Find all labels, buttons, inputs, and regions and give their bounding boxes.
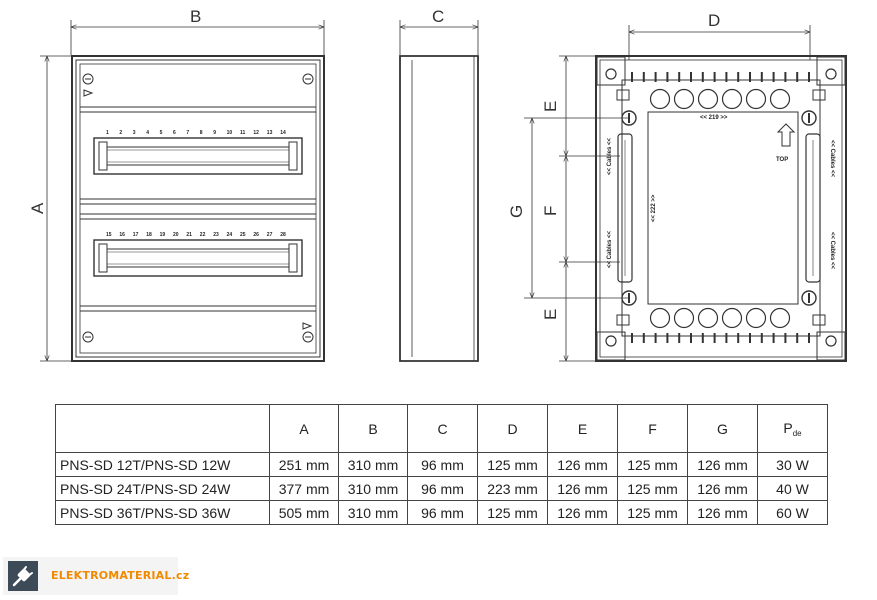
table-cell: 40 W <box>757 476 828 501</box>
module-number: 4 <box>146 130 149 136</box>
module-number: 25 <box>240 232 246 238</box>
module-number: 26 <box>253 232 259 238</box>
table-cell: 126 mm <box>687 476 758 501</box>
brand-logo-text: ELEKTROMATERIAL.cz <box>51 569 190 582</box>
table-cell: 96 mm <box>407 476 478 501</box>
module-number: 9 <box>213 130 216 136</box>
table-cell: 126 mm <box>687 500 758 525</box>
table-cell-model: PNS-SD 24T/PNS-SD 24W <box>55 476 270 501</box>
module-number: 3 <box>133 130 136 136</box>
table-cell: 310 mm <box>338 500 408 525</box>
module-number: 7 <box>186 130 189 136</box>
module-number: 18 <box>146 232 152 238</box>
table-cell: 125 mm <box>477 500 548 525</box>
table-header-d: D <box>477 404 548 453</box>
dim-label-d: D <box>708 11 720 30</box>
brand-logo: ELEKTROMATERIAL.cz <box>3 557 189 595</box>
cables-label-left-top: << Cables << <box>607 137 613 175</box>
table-header-b: B <box>338 404 408 453</box>
table-cell: 125 mm <box>617 476 688 501</box>
table-header-c: C <box>407 404 478 453</box>
module-number: 21 <box>186 232 192 238</box>
module-number: 10 <box>227 130 233 136</box>
table-header-power: Pde <box>757 404 828 453</box>
module-number: 20 <box>173 232 179 238</box>
table-cell: 125 mm <box>617 500 688 525</box>
module-number: 12 <box>253 130 259 136</box>
table-cell-model: PNS-SD 12T/PNS-SD 12W <box>55 452 270 477</box>
table-header-row: A B C D E F G Pde <box>55 404 828 453</box>
table-cell: 30 W <box>757 452 828 477</box>
module-number: 17 <box>133 232 139 238</box>
back-teeth <box>631 72 810 343</box>
table-cell: 223 mm <box>477 476 548 501</box>
table-cell: 125 mm <box>477 452 548 477</box>
dim-label-g: G <box>507 205 526 218</box>
cables-label-right-top: << Cables << <box>829 140 835 178</box>
module-number: 22 <box>200 232 206 238</box>
dim-label-e-bottom: E <box>541 309 560 320</box>
module-number: 1 <box>106 130 109 136</box>
table-cell: 310 mm <box>338 476 408 501</box>
module-number: 19 <box>160 232 166 238</box>
table-header-g: G <box>687 404 758 453</box>
table-header-a: A <box>269 404 339 453</box>
table-cell: 126 mm <box>547 452 618 477</box>
dim-label-c: C <box>432 7 444 26</box>
table-header-e: E <box>547 404 618 453</box>
dim-label-b: B <box>190 7 201 26</box>
module-number: 6 <box>173 130 176 136</box>
left-inner-dim: << 222 >> <box>651 194 657 222</box>
plug-icon <box>8 561 38 591</box>
module-number: 28 <box>280 232 286 238</box>
power-symbol: P <box>783 419 793 436</box>
module-number: 8 <box>200 130 203 136</box>
module-number: 11 <box>240 130 246 136</box>
module-number: 5 <box>160 130 163 136</box>
module-number: 23 <box>213 232 219 238</box>
dim-label-a: A <box>28 202 47 214</box>
table-cell: 377 mm <box>269 476 339 501</box>
table-cell: 96 mm <box>407 500 478 525</box>
module-number: 14 <box>280 130 286 136</box>
table-cell: 96 mm <box>407 452 478 477</box>
module-number: 2 <box>119 130 122 136</box>
table-cell: 126 mm <box>547 476 618 501</box>
row2-numbers: 15 16 17 18 19 20 21 22 23 24 25 26 27 28 <box>106 232 286 238</box>
module-number: 16 <box>119 232 125 238</box>
table-cell: 126 mm <box>687 452 758 477</box>
table-cell-model: PNS-SD 36T/PNS-SD 36W <box>55 500 270 525</box>
top-arrow-label: TOP <box>776 157 788 163</box>
cables-label-left-bottom: << Cables << <box>607 230 613 268</box>
module-number: 24 <box>227 232 233 238</box>
module-number: 27 <box>267 232 273 238</box>
table-cell: 60 W <box>757 500 828 525</box>
table-cell: 126 mm <box>547 500 618 525</box>
front-view <box>40 20 325 362</box>
table-cell: 251 mm <box>269 452 339 477</box>
table-cell: 125 mm <box>617 452 688 477</box>
dim-label-f: F <box>541 206 560 216</box>
back-view <box>524 25 847 362</box>
module-number: 15 <box>106 232 112 238</box>
power-subscript: de <box>792 428 802 438</box>
side-view <box>399 20 479 362</box>
table-cell: 505 mm <box>269 500 339 525</box>
table-header-f: F <box>617 404 688 453</box>
top-inner-dim: << 219 >> <box>700 115 728 121</box>
module-number: 13 <box>267 130 273 136</box>
dim-label-e-top: E <box>541 101 560 112</box>
table-cell: 310 mm <box>338 452 408 477</box>
cables-label-right-bottom: << Cables << <box>829 232 835 270</box>
table-header-model <box>55 404 270 453</box>
